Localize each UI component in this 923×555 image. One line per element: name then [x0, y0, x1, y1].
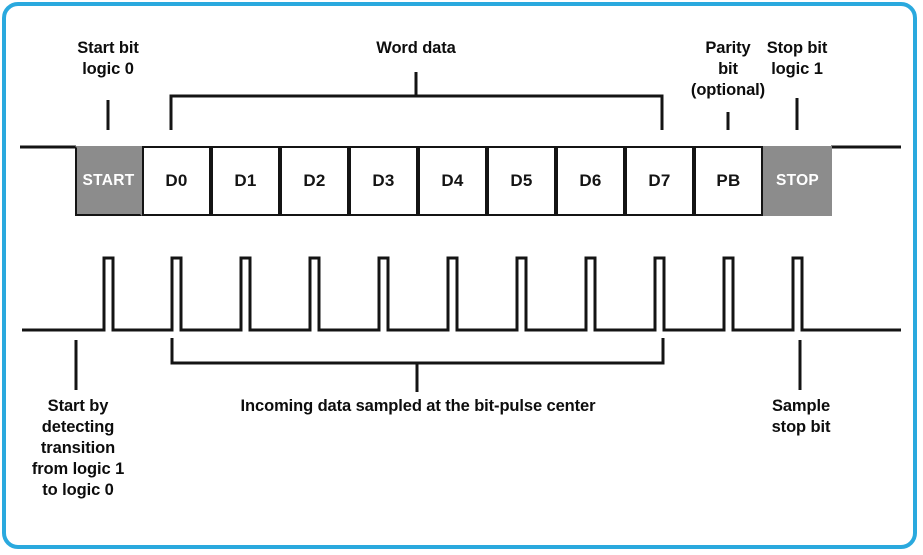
- frame-cell-d7: D7: [625, 146, 694, 216]
- frame-cell-d4: D4: [418, 146, 487, 216]
- frame-cell-d5: D5: [487, 146, 556, 216]
- frame-cell-pb: PB: [694, 146, 763, 216]
- label-parity-bit: Parity bit (optional): [690, 39, 766, 100]
- frame-cell-start: START: [75, 146, 142, 216]
- frame-cell-stop: STOP: [763, 146, 832, 216]
- label-stop-bit: Stop bit logic 1: [766, 39, 828, 79]
- sampling-bracket: [170, 338, 665, 365]
- label-start-bit: Start bit logic 0: [77, 39, 139, 79]
- frame-cell-d0: D0: [142, 146, 211, 216]
- sampling-pulse-waveform: [22, 256, 901, 332]
- label-sampling: Incoming data sampled at the bit-pulse c…: [240, 397, 596, 415]
- label-start-detect: Start by detecting transition from logic…: [31, 397, 125, 500]
- diagram-border-frame: [2, 2, 917, 549]
- frame-cell-d3: D3: [349, 146, 418, 216]
- frame-cell-d2: D2: [280, 146, 349, 216]
- label-word-data: Word data: [376, 39, 456, 57]
- frame-cell-d6: D6: [556, 146, 625, 216]
- frame-cell-d1: D1: [211, 146, 280, 216]
- serial-frame-row: START D0 D1 D2 D3 D4 D5 D6 D7 PB STOP: [0, 146, 923, 222]
- label-sample-stop: Sample stop bit: [771, 397, 831, 437]
- word-data-bracket: [169, 94, 664, 130]
